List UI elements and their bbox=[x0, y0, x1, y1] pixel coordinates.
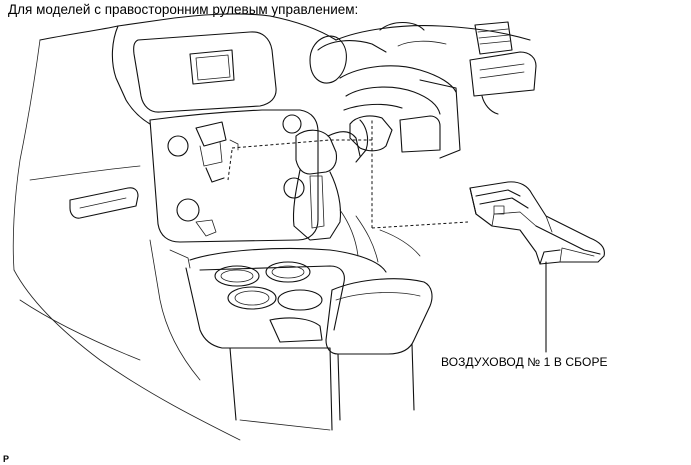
floor-lines bbox=[19, 229, 421, 381]
lower-console bbox=[169, 209, 433, 431]
air-duct-label: ВОЗДУХОВОД № 1 В СБОРЕ bbox=[441, 355, 608, 369]
page-heading: Для моделей с правосторонним рулевым упр… bbox=[8, 2, 359, 17]
shifter-area bbox=[292, 119, 369, 241]
steering-column bbox=[309, 21, 537, 159]
air-duct-assembly bbox=[469, 181, 605, 265]
navigation-display bbox=[133, 31, 277, 113]
figure-code: P bbox=[3, 454, 10, 464]
glove-box bbox=[29, 165, 141, 219]
center-stack bbox=[149, 109, 319, 243]
location-leader-lines bbox=[227, 120, 469, 229]
dashboard-outline bbox=[12, 13, 531, 441]
